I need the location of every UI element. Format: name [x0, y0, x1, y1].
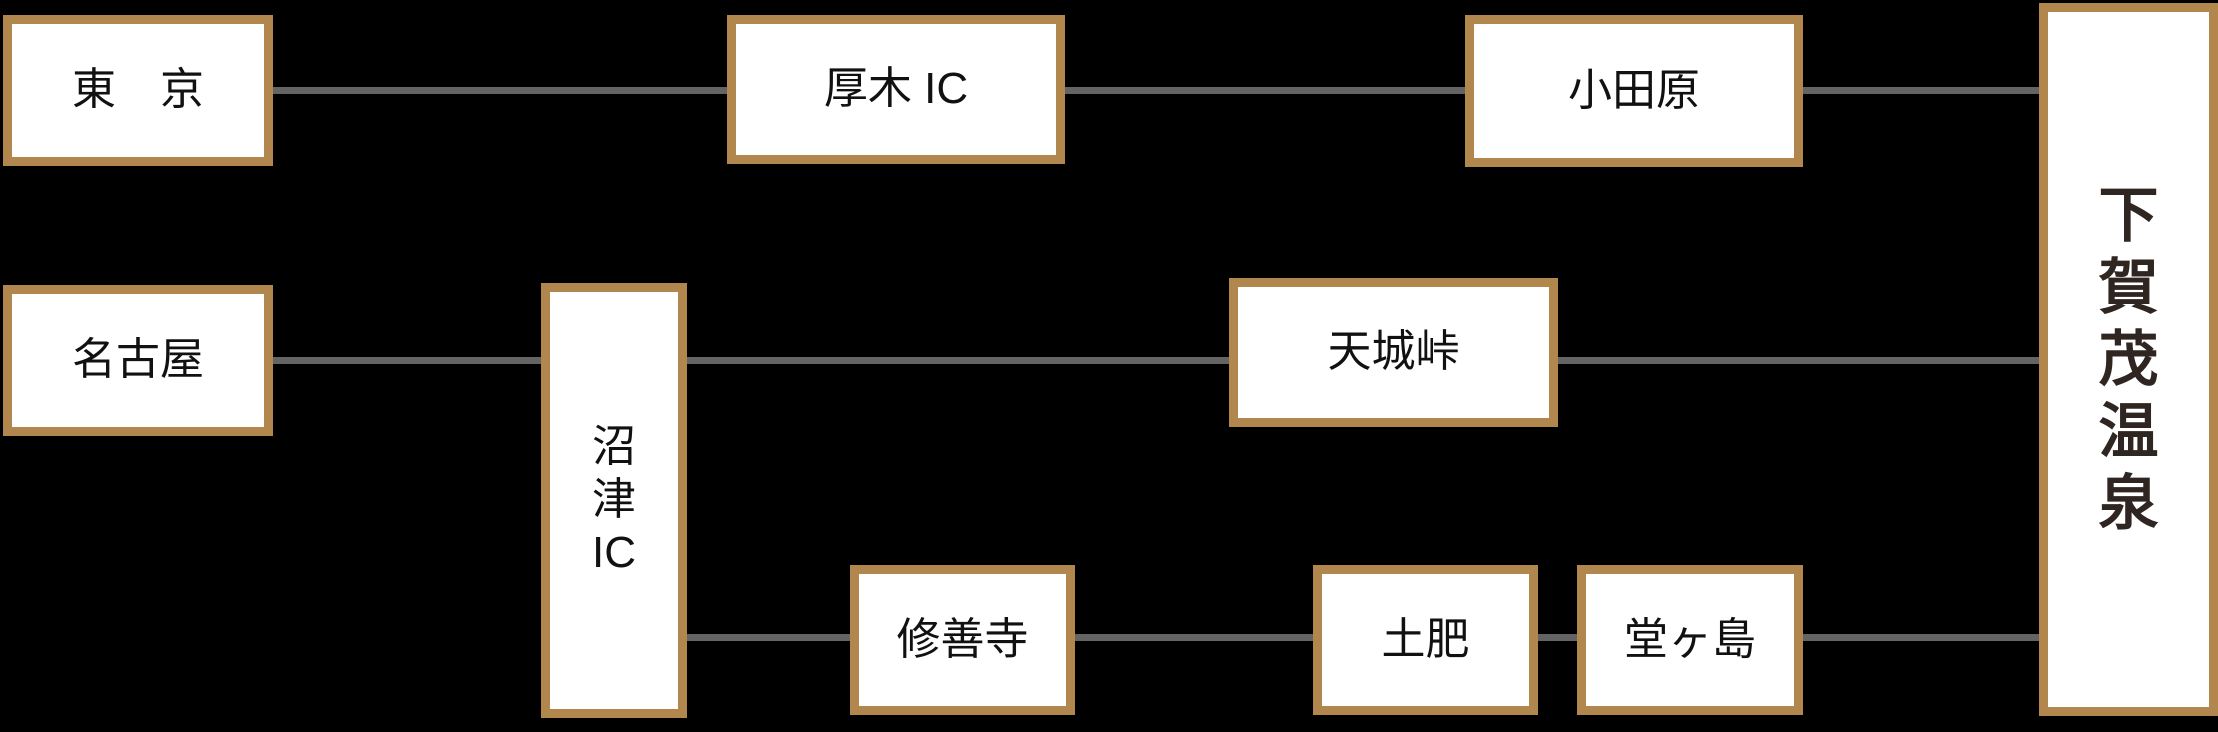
connector-nagoya-numazu: [273, 357, 541, 364]
node-numazu-ic: 沼 津 IC: [541, 283, 687, 718]
connector-tokyo-atsugi: [273, 87, 727, 94]
connector-shuzenji-toi: [1075, 634, 1313, 641]
node-dogashima: 堂ヶ島: [1577, 565, 1803, 715]
node-toi: 土肥: [1313, 565, 1538, 715]
node-tokyo: 東 京: [3, 15, 273, 166]
connector-atsugi-odawara: [1065, 87, 1465, 94]
connector-numazu-amagi: [687, 357, 1229, 364]
connector-amagi-shimogamo: [1558, 357, 2039, 364]
node-amagi-pass: 天城峠: [1229, 278, 1558, 427]
node-atsugi-ic: 厚木 IC: [727, 15, 1065, 164]
node-odawara: 小田原: [1465, 15, 1803, 167]
node-shimogamo-onsen: 下 賀 茂 温 泉: [2039, 3, 2218, 716]
connector-toi-dogashima: [1538, 634, 1577, 641]
connector-odawara-shimogamo: [1803, 87, 2039, 94]
node-nagoya: 名古屋: [3, 285, 273, 436]
connector-dogashima-shimogamo: [1803, 634, 2039, 641]
node-shuzenji: 修善寺: [850, 565, 1075, 715]
connector-numazu-shuzenji: [687, 634, 850, 641]
